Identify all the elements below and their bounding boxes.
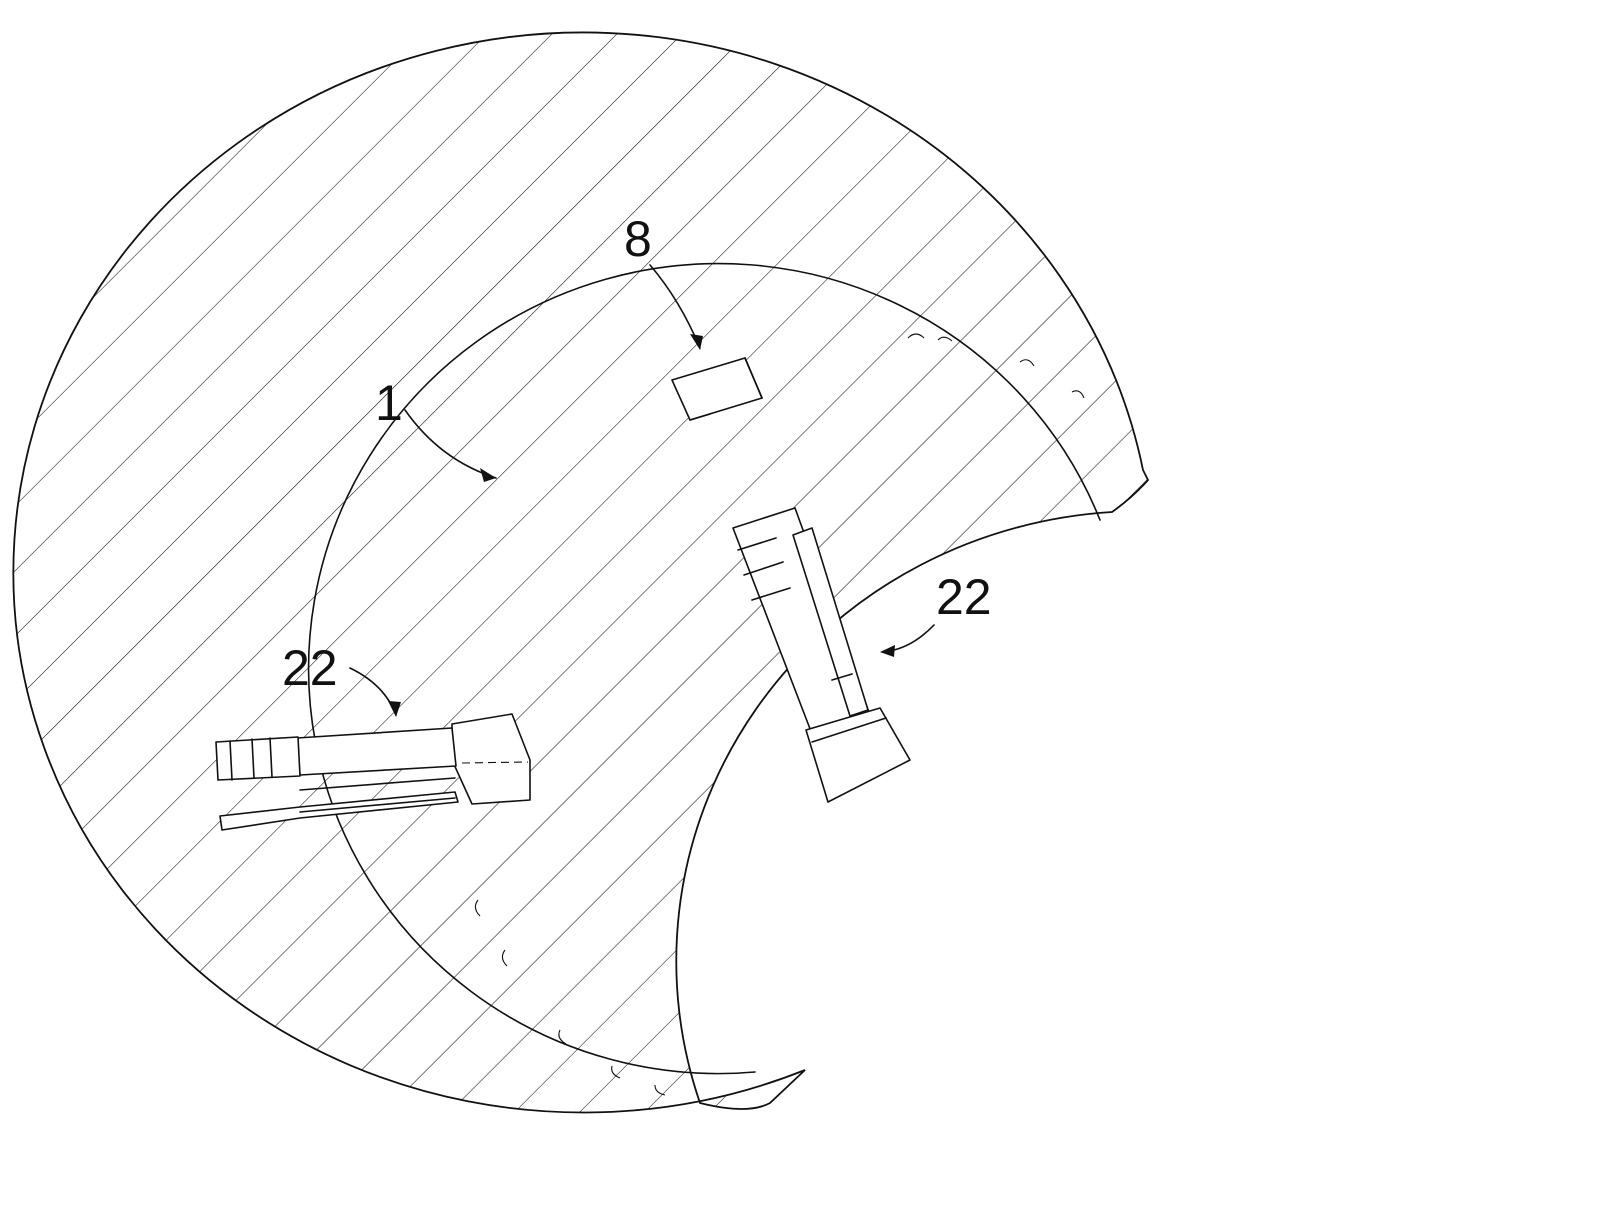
ref-label-22-right: 22 (936, 569, 992, 625)
ref-label-22-left: 22 (282, 640, 338, 696)
ref-label-1: 1 (375, 375, 403, 431)
ref-label-8: 8 (624, 211, 652, 267)
insert-mounted-head (216, 737, 300, 780)
arrowhead-22-right (880, 645, 895, 657)
